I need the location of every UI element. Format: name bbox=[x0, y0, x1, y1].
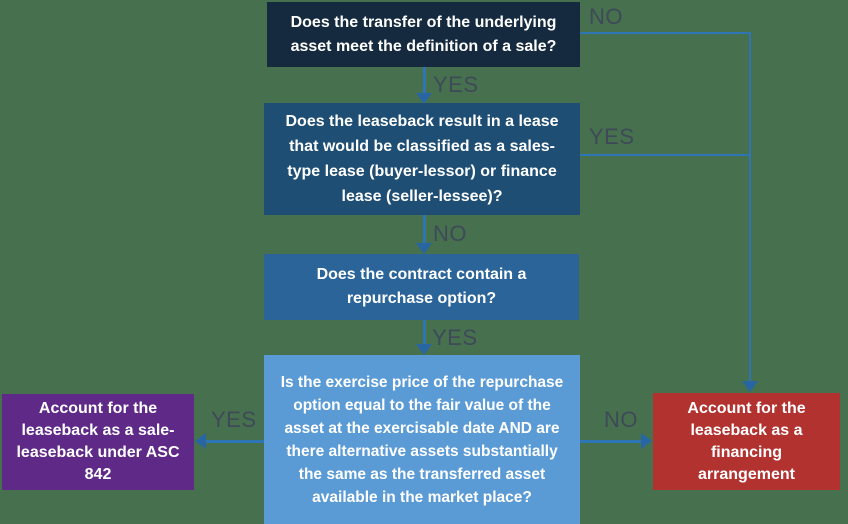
connector-q3-q4-shaft bbox=[423, 320, 426, 344]
node-q4-exercise-price-fair-value: Is the exercise price of the repurchase … bbox=[264, 355, 580, 524]
connector-right-vline bbox=[749, 32, 751, 381]
arrowhead-right-icon bbox=[641, 433, 652, 449]
node-q1-label: Does the transfer of the underlying asse… bbox=[290, 13, 557, 55]
arrowhead-left-icon bbox=[195, 433, 206, 449]
edge-label-q1-no: NO bbox=[589, 4, 623, 29]
connector-q4-financing-shaft bbox=[580, 440, 641, 443]
arrowhead-down-icon bbox=[742, 381, 758, 392]
arrowhead-down-icon bbox=[416, 344, 432, 355]
arrowhead-down-icon bbox=[416, 243, 432, 254]
connector-q2-financing-hline bbox=[580, 154, 750, 156]
edge-label-q4-yes: YES bbox=[211, 407, 257, 432]
edge-label-q4-no: NO bbox=[604, 407, 638, 432]
connector-q4-saleleaseback-shaft bbox=[206, 440, 264, 443]
node-q4-label: Is the exercise price of the repurchase … bbox=[280, 373, 564, 506]
edge-label-q3-yes: YES bbox=[432, 325, 478, 350]
node-q3-label: Does the contract contain a repurchase o… bbox=[316, 266, 527, 307]
node-outcome-sale-leaseback-label: Account for the leaseback as a sale-leas… bbox=[16, 400, 180, 483]
edge-label-q2-no: NO bbox=[433, 221, 467, 246]
node-outcome-financing: Account for the leaseback as a financing… bbox=[653, 393, 840, 490]
node-q2-label: Does the leaseback result in a lease tha… bbox=[285, 113, 559, 205]
node-q2-leaseback-classification: Does the leaseback result in a lease tha… bbox=[264, 103, 580, 215]
connector-q1-q2-shaft bbox=[423, 67, 426, 93]
node-outcome-financing-label: Account for the leaseback as a financing… bbox=[687, 399, 806, 483]
edge-label-q2-yes: YES bbox=[589, 124, 635, 149]
edge-label-q1-yes: YES bbox=[433, 72, 479, 97]
node-q3-repurchase-option: Does the contract contain a repurchase o… bbox=[264, 254, 579, 320]
connector-q2-q3-shaft bbox=[423, 215, 426, 243]
node-outcome-sale-leaseback: Account for the leaseback as a sale-leas… bbox=[2, 394, 194, 490]
arrowhead-down-icon bbox=[416, 93, 432, 104]
node-q1-sale-definition: Does the transfer of the underlying asse… bbox=[267, 2, 580, 67]
connector-q1-financing-hline bbox=[580, 32, 750, 34]
